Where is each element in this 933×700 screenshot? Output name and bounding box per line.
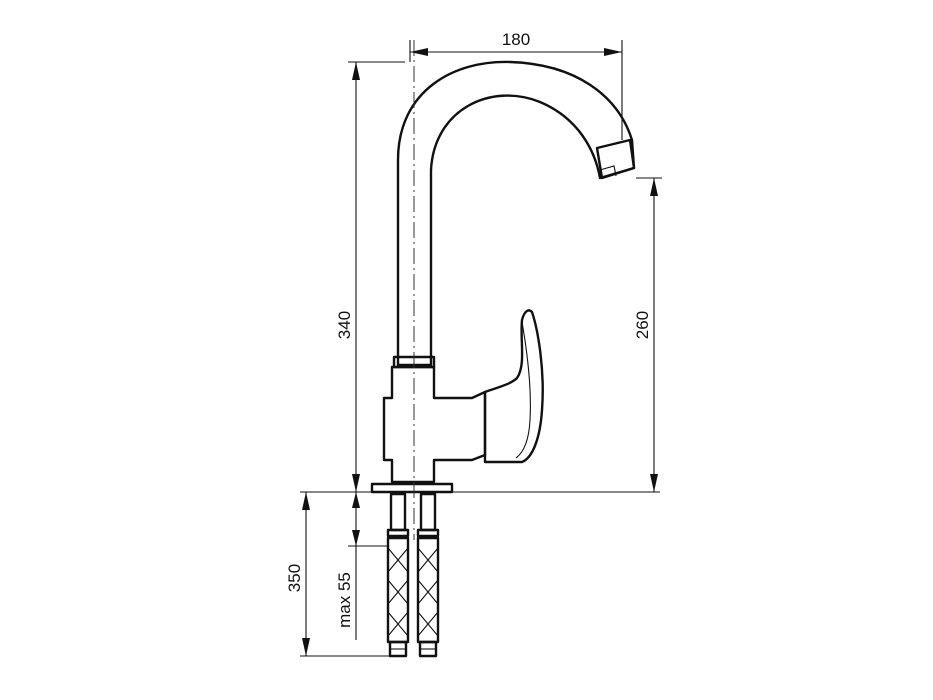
faucet-spout	[396, 60, 636, 367]
mixer-body	[382, 365, 487, 484]
base-plate	[300, 482, 660, 494]
dim-label-340: 340	[335, 311, 354, 339]
lever-handle	[483, 309, 544, 464]
dim-label-180: 180	[502, 30, 530, 49]
dimension-260: 260	[633, 177, 662, 492]
braided-hoses	[386, 536, 440, 658]
dimension-180: 180	[409, 30, 623, 140]
dim-label-260: 260	[633, 311, 652, 339]
dimension-max-55: max 55	[335, 492, 388, 640]
dimension-340: 340	[335, 61, 405, 492]
dim-label-max-55: max 55	[335, 572, 354, 628]
dimension-350: 350	[285, 492, 390, 657]
mounting-studs	[386, 492, 440, 538]
dim-label-350: 350	[285, 564, 304, 592]
